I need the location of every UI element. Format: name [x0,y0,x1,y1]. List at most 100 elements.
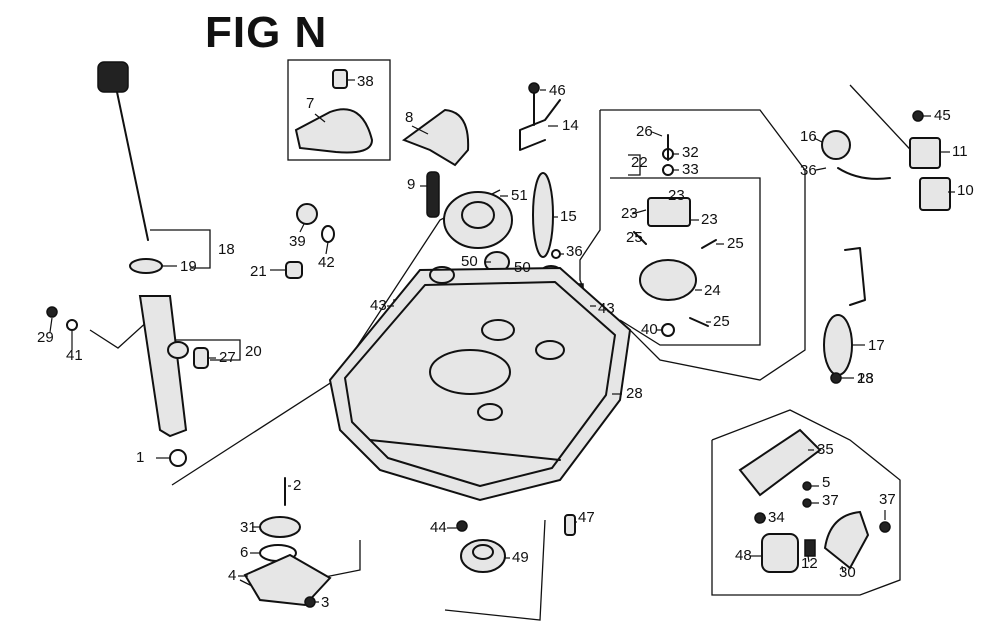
part-number-label: 1 [136,449,144,466]
plug-38 [332,69,348,89]
bolt-21 [285,261,303,279]
filter-12 [761,533,799,573]
part-number-label: 37 [879,491,896,508]
callout-31-bolt: 31 [240,519,260,536]
part-number-label: 5 [822,474,830,491]
part-number-label: 13 [857,370,874,387]
seal-34 [460,539,506,573]
switch-16 [821,130,851,160]
part-number-label: 43 [370,297,387,314]
screen-6 [259,516,301,538]
part-number-label: 2 [293,477,301,494]
cover-3 [243,553,332,607]
callout-19-seal: 19 [162,258,197,275]
leader-line [49,317,53,333]
callout-3-cover: 3 [314,594,329,611]
bolt-47 [456,520,468,532]
part-number-label: 16 [800,128,817,145]
pin-25-b [701,239,717,249]
callout-48-bolt: 48 [735,547,762,564]
part-number-label: 42 [318,254,335,271]
part-number-label: 51 [511,187,528,204]
callout-21-bolt: 21 [250,263,286,280]
bolt-28-b [830,372,842,384]
callout-44-bolt: 44 [430,519,457,536]
seal-34-inner [472,544,494,560]
part-number-label: 41 [66,347,83,364]
bolt-44 [304,596,316,608]
callout-43-dowel: 43 [370,297,394,314]
box-governor-inner [610,177,761,346]
callout-27-plug: 27 [208,349,236,366]
pin-9 [426,171,440,218]
pin-25-c [689,317,709,327]
callout-28-bolt: 28 [841,370,874,387]
lever-17-body [823,314,853,376]
leader-line [807,555,810,563]
part-number-label: 18 [218,241,235,258]
part-number-label: 22 [631,154,648,171]
part-number-label: 30 [839,564,856,581]
callout-1-case: 1 [136,449,170,466]
callout-35-o-ring: 35 [808,441,834,458]
leader-line [651,131,663,137]
callout-51-bearing: 51 [500,187,528,204]
callout-5-bolt: 5 [811,474,830,491]
part-number-label: 25 [626,229,643,246]
bracket-14 [519,99,561,151]
callout-15-gear: 15 [553,208,577,225]
washer-37-a [802,481,812,491]
washer-36 [551,249,561,259]
part-number-label: 31 [240,519,257,536]
callout-37-washer: 37 [811,492,839,509]
callout-13-pump: 13 [857,370,874,387]
part-number-label: 45 [934,107,951,124]
callout-37-washer: 37 [879,491,896,520]
part-number-label: 20 [245,343,262,360]
lever-17-arm [844,247,866,306]
callout-17-lever: 17 [852,337,885,354]
dipstick-rod [116,91,149,241]
part-number-label: 49 [512,549,529,566]
callout-50-bearing: 50 [461,253,491,270]
parts [46,61,951,608]
filler-tube-20 [138,295,188,438]
seal-19 [129,258,163,274]
callout-38-plug: 38 [348,73,374,90]
box-plate-group [287,59,391,161]
bracket-18 [150,229,211,269]
part-number-label: 26 [636,123,653,140]
part-number-label: 33 [682,161,699,178]
part-number-label: 17 [868,337,885,354]
bolt-49 [564,514,576,536]
part-number-label: 28 [626,385,643,402]
callout-9-pin: 9 [407,176,427,193]
guide-seal [444,519,546,621]
callout-8-bracket: 8 [405,109,429,135]
bolt-46-head [528,82,540,94]
part-number-label: 7 [306,95,314,112]
leader-line [411,125,429,135]
pin-25-a [633,231,647,245]
callout-16-switch: 16 [800,128,823,145]
callout-11-bracket: 11 [940,143,968,160]
part-number-label: 25 [713,313,730,330]
part-number-label: 50 [514,259,531,276]
part-number-label: 44 [430,519,447,536]
callout-36-washer: 36 [560,243,583,260]
gear-24 [639,259,697,301]
clip-33 [662,164,674,176]
callout-42-washer: 42 [318,241,335,271]
washer-41 [66,319,78,331]
callout-49-bolt: 49 [505,549,529,566]
callout-22-governor-assembly: 22 [631,154,648,171]
part-number-label: 35 [817,441,834,458]
part-number-label: 23 [668,187,685,204]
part-number-label: 11 [952,143,968,160]
part-number-label: 25 [727,235,744,252]
callout-40-washer: 40 [641,321,662,338]
nipple-30 [804,539,816,557]
